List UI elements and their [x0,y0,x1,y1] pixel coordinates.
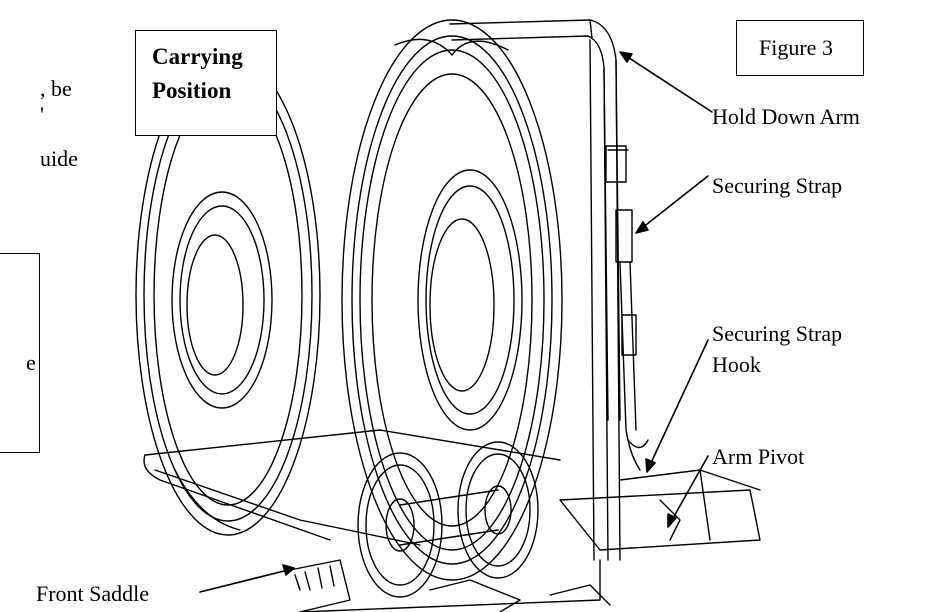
left-fragment-1: , be [40,76,72,101]
label-front-saddle: Front Saddle [36,581,150,606]
hold-down-arm [449,19,621,561]
left-cropped-box [0,253,40,453]
title-box: Carrying Position [135,30,277,136]
left-fragment-3: uide [40,146,78,171]
securing-strap-drawing [605,145,649,471]
base-frame [143,429,761,551]
title-line-2: Position [152,78,232,103]
small-wheels [357,441,539,598]
label-securing-strap-hook-1: Securing Strap [712,321,843,346]
label-securing-strap: Securing Strap [712,173,843,198]
label-arm-pivot: Arm Pivot [712,444,805,469]
label-hold-down-arm: Hold Down Arm [712,104,860,129]
left-fragment-2: ' [40,102,44,127]
front-saddle-drawing [289,559,611,612]
figure-label: Figure 3 [759,35,833,60]
title-line-1: Carrying [152,44,243,69]
front-large-reel [341,19,563,581]
callout-arrows [199,51,713,593]
figure-label-box: Figure 3 [736,20,864,76]
left-fragment-4: e [26,350,36,375]
label-securing-strap-hook-2: Hook [712,352,761,377]
